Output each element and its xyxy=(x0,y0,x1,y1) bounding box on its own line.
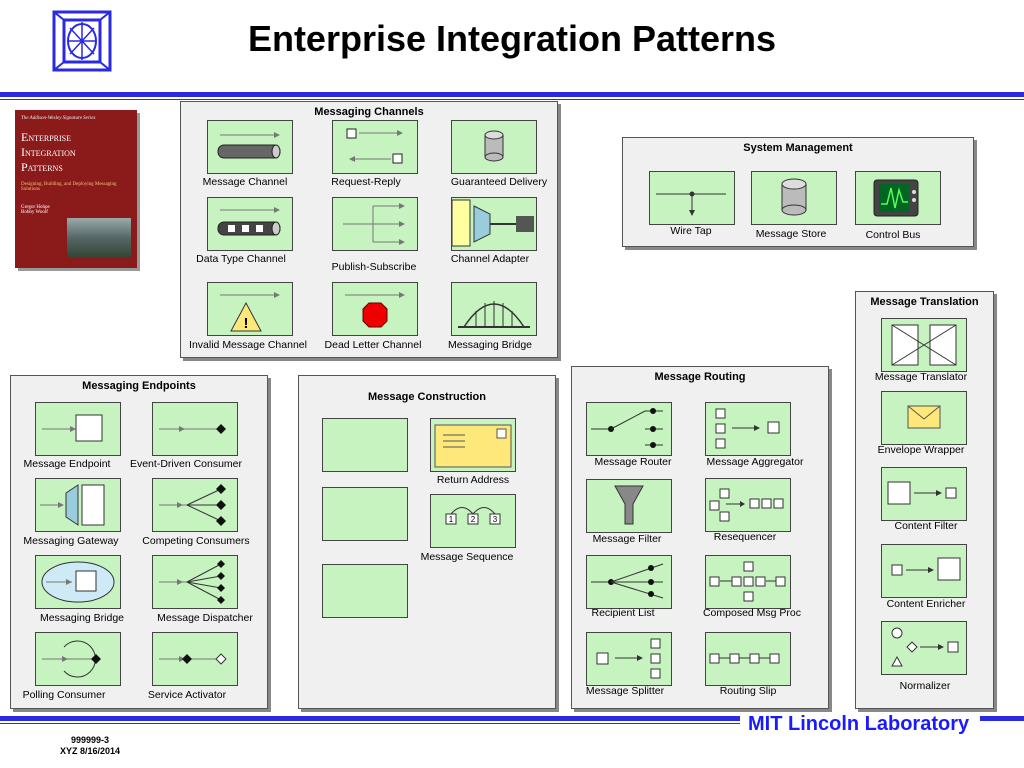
routing-slip-label: Routing Slip xyxy=(719,685,777,697)
message-router-icon xyxy=(586,402,672,456)
footer-date: XYZ 8/16/2014 xyxy=(59,746,121,756)
service-activator-icon xyxy=(152,632,238,686)
message-endpoint-icon xyxy=(35,402,121,456)
bottom-rule-left xyxy=(0,716,740,721)
composed-msg-proc-icon xyxy=(705,555,791,609)
panel-title: Message Construction xyxy=(368,391,486,403)
polling-consumer-label: Polling Consumer xyxy=(22,689,106,701)
routing-slip-icon xyxy=(705,632,791,686)
messaging-gateway-label: Messaging Gateway xyxy=(23,535,119,547)
message-store-icon xyxy=(751,171,837,225)
channel-adapter-icon xyxy=(451,197,537,251)
svg-text:!: ! xyxy=(244,315,249,332)
svg-text:3: 3 xyxy=(493,515,498,524)
message-translator-icon xyxy=(881,318,967,372)
envelope-wrapper-icon xyxy=(881,391,967,445)
messaging-gateway-icon xyxy=(35,478,121,532)
message-filter-label: Message Filter xyxy=(592,533,662,545)
book-title: Enterprise Integration Patterns xyxy=(21,130,76,174)
bottom-rule-right xyxy=(980,716,1024,721)
message-channel-icon xyxy=(207,120,293,174)
resequencer-label: Resequencer xyxy=(713,531,777,543)
top-rule xyxy=(0,92,1024,97)
panel-title: Message Routing xyxy=(654,371,746,383)
return-address-label: Return Address xyxy=(436,474,510,486)
panel-title: Messaging Endpoints xyxy=(82,380,196,392)
competing-consumers-icon xyxy=(152,478,238,532)
message-sequence-icon: 1 2 3 xyxy=(430,494,516,548)
svg-text:1: 1 xyxy=(449,515,454,524)
book-photo xyxy=(67,218,131,258)
panel-title: Message Translation xyxy=(870,296,979,308)
dead-letter-channel-label: Dead Letter Channel xyxy=(324,339,422,351)
data-type-channel-label: Data Type Channel xyxy=(196,253,286,265)
invalid-message-channel-icon: ! xyxy=(207,282,293,336)
resequencer-icon xyxy=(705,478,791,532)
svg-text:2: 2 xyxy=(471,515,476,524)
channel-adapter-label: Channel Adapter xyxy=(450,253,530,265)
messaging-bridge-label: Messaging Bridge xyxy=(447,339,533,351)
request-reply-label: Request-Reply xyxy=(331,176,401,188)
return-address-icon xyxy=(430,418,516,472)
messaging-bridge-endpoint-label: Messaging Bridge xyxy=(39,612,125,624)
guaranteed-delivery-icon xyxy=(451,120,537,174)
message-dispatcher-icon xyxy=(152,555,238,609)
lincoln-logo xyxy=(52,10,112,72)
normalizer-label: Normalizer xyxy=(899,680,951,692)
competing-consumers-label: Competing Consumers xyxy=(142,535,250,547)
panel-title: System Management xyxy=(743,142,853,154)
message-splitter-label: Message Splitter xyxy=(585,685,665,697)
data-type-channel-icon xyxy=(207,197,293,251)
normalizer-icon xyxy=(881,621,967,675)
content-filter-icon xyxy=(881,467,967,521)
publish-subscribe-icon xyxy=(332,197,418,251)
message-aggregator-label: Message Aggregator xyxy=(706,456,804,468)
message-filter-icon xyxy=(586,479,672,533)
message-translator-label: Message Translator xyxy=(874,371,968,383)
book-authors: Gregor Hohpe Bobby Woolf xyxy=(21,205,50,215)
publish-subscribe-label: Publish-Subscribe xyxy=(331,261,417,273)
recipient-list-icon xyxy=(586,555,672,609)
event-driven-consumer-label: Event-Driven Consumer xyxy=(129,458,243,470)
content-enricher-label: Content Enricher xyxy=(886,598,966,610)
book-subtitle: Designing, Building, and Deploying Messa… xyxy=(21,182,117,192)
service-activator-label: Service Activator xyxy=(147,689,227,701)
wire-tap-label: Wire Tap xyxy=(670,225,712,237)
event-driven-consumer-icon xyxy=(152,402,238,456)
book-cover: The Addison-Wesley Signature Series Ente… xyxy=(15,110,137,268)
message-router-label: Message Router xyxy=(594,456,672,468)
guaranteed-delivery-label: Guaranteed Delivery xyxy=(450,176,548,188)
footer-id: 999999-3 xyxy=(70,735,110,745)
control-bus-label: Control Bus xyxy=(865,229,921,241)
message-sequence-label: Message Sequence xyxy=(420,551,514,563)
request-reply-icon xyxy=(332,120,418,174)
construction-empty-tile-1 xyxy=(322,418,408,472)
message-aggregator-icon xyxy=(705,402,791,456)
panel-title: Messaging Channels xyxy=(314,106,424,118)
bottom-rule-left-thin xyxy=(0,723,740,724)
content-filter-label: Content Filter xyxy=(894,520,958,532)
envelope-wrapper-label: Envelope Wrapper xyxy=(877,444,965,456)
construction-empty-tile-2 xyxy=(322,487,408,541)
message-store-label: Message Store xyxy=(755,228,827,240)
construction-empty-tile-3 xyxy=(322,564,408,618)
page-title: Enterprise Integration Patterns xyxy=(247,18,777,59)
message-splitter-icon xyxy=(586,632,672,686)
invalid-message-channel-label: Invalid Message Channel xyxy=(189,339,307,351)
composed-msg-proc-label: Composed Msg Proc xyxy=(702,607,802,619)
wire-tap-icon xyxy=(649,171,735,225)
lab-name: MIT Lincoln Laboratory xyxy=(748,713,970,735)
content-enricher-icon xyxy=(881,544,967,598)
messaging-bridge-icon xyxy=(451,282,537,336)
polling-consumer-icon xyxy=(35,632,121,686)
top-rule-thin xyxy=(0,99,1024,100)
recipient-list-label: Recipient List xyxy=(591,607,655,619)
message-dispatcher-label: Message Dispatcher xyxy=(157,612,253,624)
control-bus-icon xyxy=(855,171,941,225)
dead-letter-channel-icon xyxy=(332,282,418,336)
messaging-bridge-endpoint-icon xyxy=(35,555,121,609)
message-channel-label: Message Channel xyxy=(202,176,288,188)
book-series: The Addison-Wesley Signature Series xyxy=(21,116,96,121)
message-endpoint-label: Message Endpoint xyxy=(23,458,111,470)
